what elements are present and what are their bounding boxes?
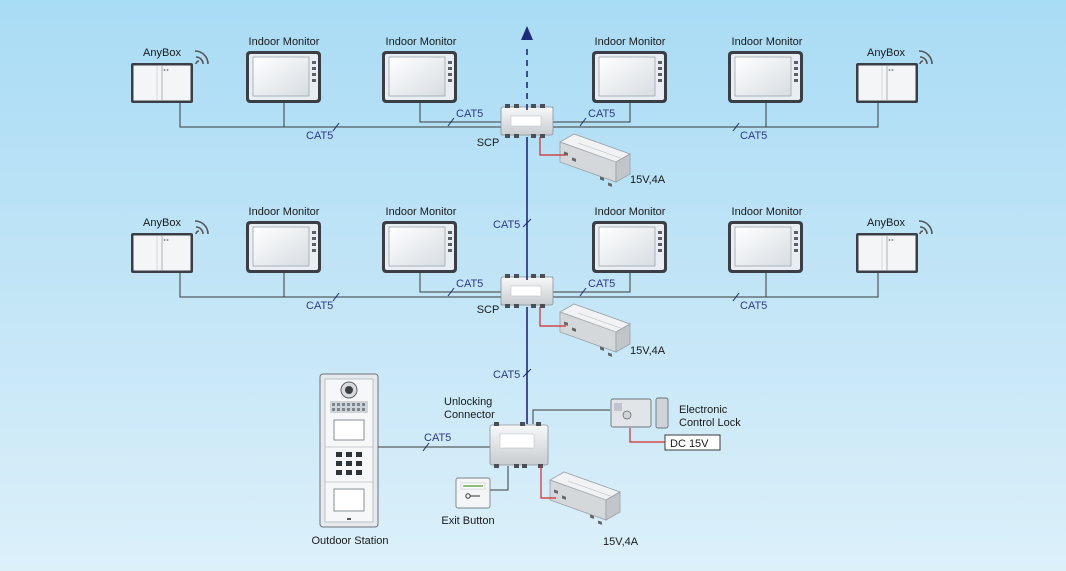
unlocking-connector-label-1: Unlocking xyxy=(444,396,492,408)
keypad-icon xyxy=(336,452,362,475)
indoor-monitor-label: Indoor Monitor xyxy=(386,36,457,48)
anybox-label: AnyBox xyxy=(867,217,905,229)
cat5-label: CAT5 xyxy=(306,130,333,142)
camera-icon xyxy=(340,381,358,399)
entrance-section: CAT5 Unlocking Connector Electronic Cont… xyxy=(311,373,741,548)
anybox-label: AnyBox xyxy=(143,217,181,229)
indoor-monitor-label: Indoor Monitor xyxy=(249,206,320,218)
power-label: 15V,4A xyxy=(603,536,639,548)
vertical-bus: CAT5 CAT5 xyxy=(493,26,533,424)
cat5-label: CAT5 xyxy=(588,278,615,290)
cat5-label: CAT5 xyxy=(306,300,333,312)
dc-supply-label: DC 15V xyxy=(670,438,709,450)
indoor-monitor-label: Indoor Monitor xyxy=(595,206,666,218)
cat5-label: CAT5 xyxy=(493,369,520,381)
indoor-monitor-label: Indoor Monitor xyxy=(595,36,666,48)
dc-supply-box xyxy=(664,434,721,451)
arrow-up-icon xyxy=(521,26,533,40)
cat5-label: CAT5 xyxy=(740,130,767,142)
scp-label: SCP xyxy=(477,137,500,149)
electronic-lock-label-1: Electronic xyxy=(679,404,728,416)
electronic-lock-label-2: Control Lock xyxy=(679,417,741,429)
floor-1: AnyBox Indoor Monitor Indoor Monitor Ind… xyxy=(130,36,933,188)
unlocking-connector-icon xyxy=(489,422,549,468)
anybox-label: AnyBox xyxy=(143,47,181,59)
outdoor-station-icon xyxy=(319,373,379,528)
electric-lock-icon xyxy=(610,397,669,429)
exit-button-label: Exit Button xyxy=(441,515,494,527)
indoor-monitor-label: Indoor Monitor xyxy=(732,36,803,48)
indoor-monitor-label: Indoor Monitor xyxy=(732,206,803,218)
cat5-label: CAT5 xyxy=(456,278,483,290)
cat5-label: CAT5 xyxy=(424,432,451,444)
indoor-monitor-label: Indoor Monitor xyxy=(386,206,457,218)
cat5-label: CAT5 xyxy=(740,300,767,312)
anybox-label: AnyBox xyxy=(867,47,905,59)
floor-2: AnyBox Indoor Monitor Indoor Monitor Ind… xyxy=(130,206,933,358)
exit-button-icon xyxy=(455,477,491,509)
indoor-monitor-label: Indoor Monitor xyxy=(249,36,320,48)
outdoor-station-label: Outdoor Station xyxy=(311,535,388,547)
scp-label: SCP xyxy=(477,304,500,316)
cat5-label: CAT5 xyxy=(456,108,483,120)
cat5-label: CAT5 xyxy=(588,108,615,120)
cat5-label: CAT5 xyxy=(493,219,520,231)
power-label: 15V,4A xyxy=(630,345,666,357)
unlocking-connector-label-2: Connector xyxy=(444,409,495,421)
power-label: 15V,4A xyxy=(630,174,666,186)
